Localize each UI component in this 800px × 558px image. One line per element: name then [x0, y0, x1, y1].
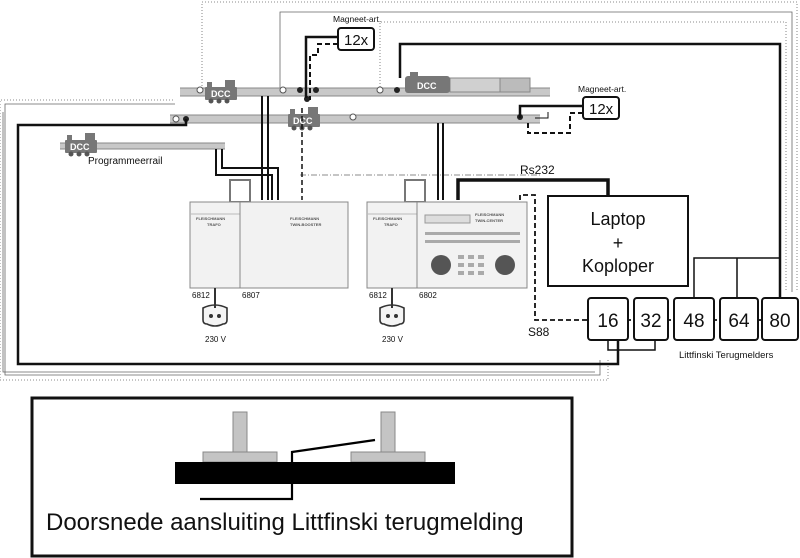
dcc-badge: DCC — [293, 116, 313, 126]
rs232-label: Rs232 — [520, 163, 555, 177]
dcc-badge: DCC — [70, 142, 90, 152]
dcc-badge: DCC — [211, 89, 231, 99]
device-6802: FLEISCHMANN TWIN-CENTER 6802 — [416, 201, 528, 300]
device-6812-right: FLEISCHMANN TRAFO 6812 — [366, 179, 426, 300]
voltage-label-right: 230 V — [382, 335, 404, 344]
magneet-label-top: Magneet-art. — [333, 14, 381, 24]
s88-module-box — [719, 297, 759, 341]
s88-modules: 16 32 48 64 80 — [587, 297, 799, 341]
trafo-label: TRAFO — [207, 222, 221, 227]
s88-module-label: 16 — [597, 311, 618, 332]
track-power-wire — [16, 119, 620, 366]
s88-module-label: 64 — [728, 311, 750, 332]
twelve-x-label-right: 12x — [589, 101, 614, 118]
laptop-line1: Laptop — [590, 209, 645, 229]
twin-booster-label: TWIN-BOOSTER — [290, 222, 321, 227]
s88-label: S88 — [528, 325, 550, 339]
s88-module-box — [673, 297, 715, 341]
laptop-line3: Koploper — [582, 256, 654, 276]
device-6812-left: FLEISCHMANN TRAFO 6812 — [189, 179, 251, 300]
s88-module-box — [633, 297, 669, 341]
s88-module-box — [587, 297, 629, 341]
feedback-wire — [200, 438, 376, 501]
laptop-line2: + — [613, 233, 624, 253]
programmeerrail-label: Programmeerrail — [88, 156, 162, 167]
twelve-x-box-right — [582, 96, 620, 120]
twin-center-label: TWIN-CENTER — [475, 218, 503, 223]
s88-module-label: 32 — [640, 311, 661, 332]
s88-module-box — [761, 297, 799, 341]
locomotive-icon — [405, 72, 450, 93]
sleeper-base — [175, 462, 455, 484]
brand-label: FLEISCHMANN — [196, 216, 225, 221]
s88-bus — [519, 194, 588, 321]
brand-label: FLEISCHMANN — [373, 216, 402, 221]
cross-section-caption: Doorsnede aansluiting Littfinski terugme… — [46, 509, 524, 536]
s88-module-label: 80 — [769, 311, 790, 332]
rs232-cable — [456, 178, 610, 200]
feeder-wires — [215, 96, 549, 200]
twelve-x-label-top: 12x — [344, 32, 369, 49]
terugmelders-label: Littfinski Terugmelders — [679, 350, 774, 361]
trafo-label: TRAFO — [384, 222, 398, 227]
device-6807: FLEISCHMANN TWIN-BOOSTER 6807 — [239, 201, 349, 300]
voltage-label-left: 230 V — [205, 335, 227, 344]
outer-wiring — [0, 1, 798, 381]
s88-module-label: 48 — [683, 311, 704, 332]
twelve-x-box-top — [337, 27, 375, 51]
module-6812-label: 6812 — [192, 291, 210, 300]
module-6812-label: 6812 — [369, 291, 387, 300]
module-6807-label: 6807 — [242, 291, 260, 300]
brand-label: FLEISCHMANN — [475, 212, 504, 217]
dcc-badge: DCC — [417, 81, 437, 91]
brand-label: FLEISCHMANN — [290, 216, 319, 221]
laptop-box — [547, 195, 689, 287]
return-wire — [398, 42, 782, 298]
module-6802-label: 6802 — [419, 291, 437, 300]
magneet-label-right: Magneet-art. — [578, 84, 626, 94]
